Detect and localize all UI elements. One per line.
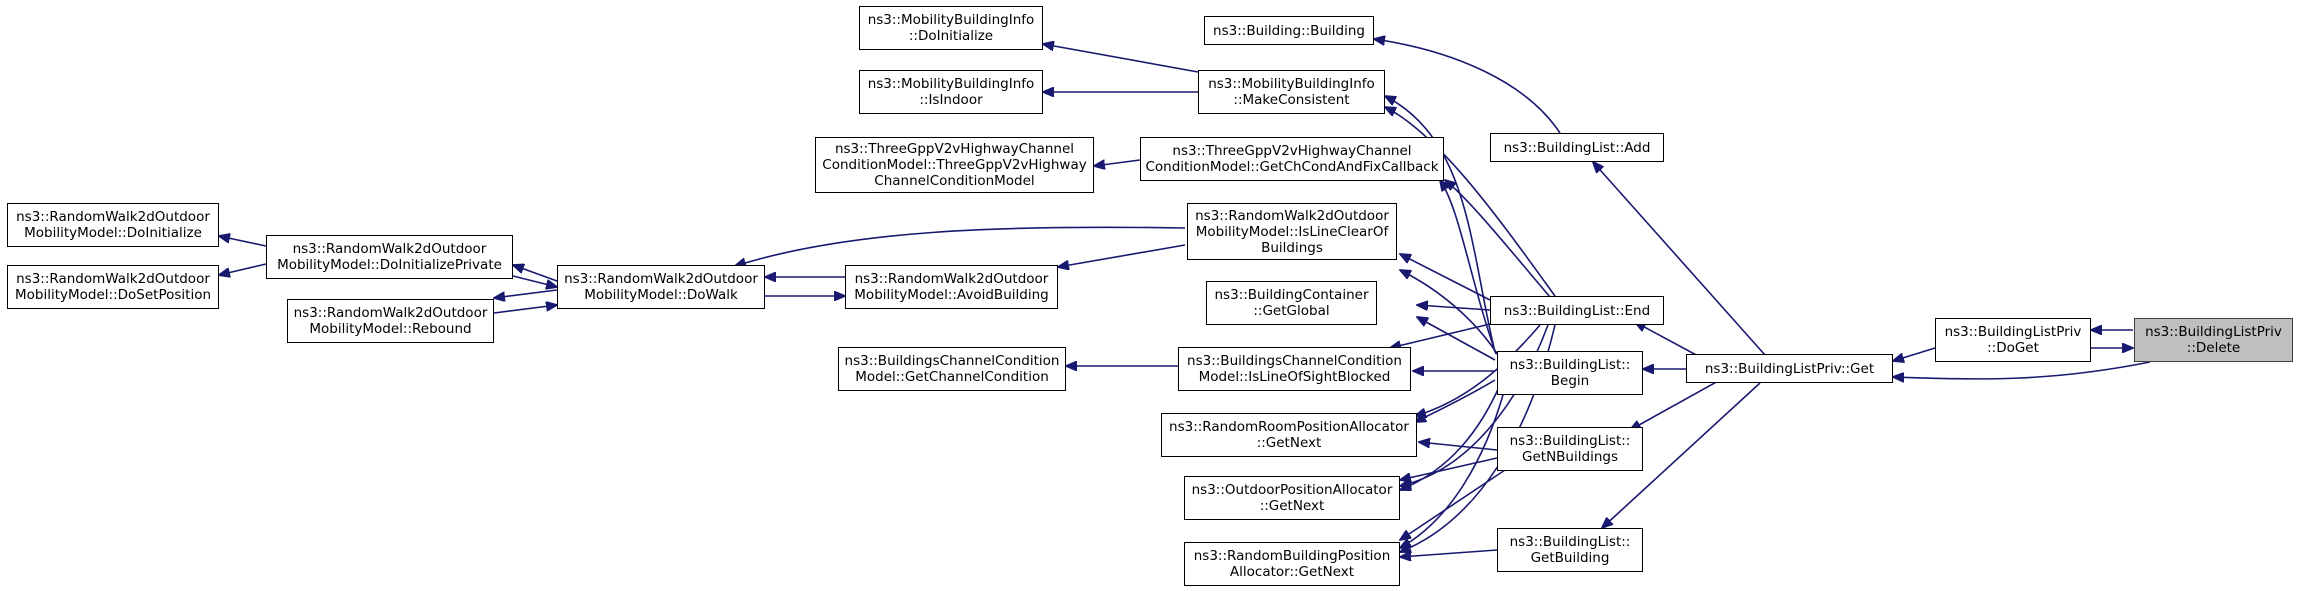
edge-begin-getchcond — [1440, 180, 1497, 355]
node-randomwalk-doinitialize[interactable]: ns3::RandomWalk2dOutdoor MobilityModel::… — [7, 203, 219, 247]
node-threegpp-getchcondandfixcallback[interactable]: ns3::ThreeGppV2vHighwayChannel Condition… — [1140, 137, 1444, 181]
node-mobilitybuildinginfo-isindoor[interactable]: ns3::MobilityBuildingInfo ::IsIndoor — [859, 70, 1043, 114]
node-buildinglist-end[interactable]: ns3::BuildingList::End — [1490, 296, 1664, 325]
edge-dowalk-rebound — [494, 289, 558, 298]
edge-dowalk-doinitpriv — [513, 265, 558, 282]
node-randomwalk-doinitializeprivate[interactable]: ns3::RandomWalk2dOutdoor MobilityModel::… — [266, 235, 513, 279]
edge-end-roompos — [1415, 324, 1541, 416]
node-mobilitybuildinginfo-makeconsistent[interactable]: ns3::MobilityBuildingInfo ::MakeConsiste… — [1198, 70, 1385, 114]
node-mobilitybuildinginfo-doinitialize[interactable]: ns3::MobilityBuildingInfo ::DoInitialize — [859, 6, 1043, 50]
node-buildinglistpriv-doget[interactable]: ns3::BuildingListPriv ::DoGet — [1935, 318, 2091, 362]
edge-rebound-dowalk — [493, 305, 557, 314]
edge-end-islineclear — [1400, 254, 1491, 301]
edge-doinitpriv-dosetpos — [219, 263, 267, 275]
node-randomwalk-rebound[interactable]: ns3::RandomWalk2dOutdoor MobilityModel::… — [287, 299, 494, 343]
edge-get-add — [1593, 162, 1766, 356]
node-buildinglistpriv-get[interactable]: ns3::BuildingListPriv::Get — [1686, 354, 1893, 383]
node-buildinglist-getnbuildings[interactable]: ns3::BuildingList:: GetNBuildings — [1497, 427, 1643, 471]
edge-begin-roompos — [1415, 379, 1496, 422]
edge-getnbuildings-buildingpos — [1400, 469, 1506, 540]
node-buildinglist-add[interactable]: ns3::BuildingList::Add — [1490, 133, 1664, 162]
edge-begin-makeconsistent — [1385, 96, 1496, 353]
node-randomwalk-dosetposition[interactable]: ns3::RandomWalk2dOutdoor MobilityModel::… — [7, 265, 219, 309]
node-buildinglist-begin[interactable]: ns3::BuildingList:: Begin — [1497, 351, 1643, 395]
edge-getchcond-tgppctor — [1094, 159, 1141, 166]
edge-end-islos — [1390, 323, 1491, 348]
edge-getbuilding-buildingpos — [1400, 549, 1498, 557]
node-buildingcontainer-getglobal[interactable]: ns3::BuildingContainer ::GetGlobal — [1206, 281, 1377, 325]
node-threegpp-constructor[interactable]: ns3::ThreeGppV2vHighwayChannel Condition… — [815, 137, 1094, 193]
edge-end-getchcond — [1445, 180, 1551, 298]
edge-get-getnbuildings — [1630, 379, 1721, 430]
node-randomwalk-avoidbuilding[interactable]: ns3::RandomWalk2dOutdoor MobilityModel::… — [845, 265, 1058, 309]
node-randomwalk-islineclearofbuildings[interactable]: ns3::RandomWalk2dOutdoor MobilityModel::… — [1187, 203, 1397, 260]
edge-get-getbuilding — [1602, 382, 1761, 528]
edge-getnbuildings-outdoorpos — [1400, 457, 1498, 480]
node-buildinglist-getbuilding[interactable]: ns3::BuildingList:: GetBuilding — [1497, 528, 1643, 572]
edge-get-end — [1635, 322, 1701, 358]
edge-doget-get — [1893, 347, 1936, 361]
node-building-building[interactable]: ns3::Building::Building — [1204, 16, 1374, 45]
node-outdoorpositionallocator-getnext[interactable]: ns3::OutdoorPositionAllocator ::GetNext — [1184, 476, 1400, 520]
node-buildinglistpriv-delete: ns3::BuildingListPriv ::Delete — [2134, 318, 2293, 362]
edge-end-makeconsistent — [1385, 107, 1556, 297]
edge-end-getglobal — [1417, 305, 1491, 311]
edge-makeconsistent-mbidoinit — [1043, 44, 1199, 73]
edge-add-building — [1374, 39, 1561, 134]
edge-delete-get — [1893, 361, 2151, 379]
edge-islineclear-dowalk — [735, 226, 1186, 266]
node-buildingschannelcondition-islineofsightblocked[interactable]: ns3::BuildingsChannelCondition Model::Is… — [1178, 347, 1411, 391]
edge-doinitpriv-dowalk — [512, 275, 557, 287]
edge-getnbuildings-roompos — [1419, 442, 1498, 451]
edge-doinitpriv-doinit — [219, 236, 267, 247]
edge-begin-islineclear — [1400, 270, 1499, 356]
node-randomroompositionallocator-getnext[interactable]: ns3::RandomRoomPositionAllocator ::GetNe… — [1161, 413, 1417, 457]
node-randombuildingpositionallocator-getnext[interactable]: ns3::RandomBuildingPosition Allocator::G… — [1184, 542, 1400, 586]
edge-begin-getglobal — [1417, 317, 1496, 361]
node-randomwalk-dowalk[interactable]: ns3::RandomWalk2dOutdoor MobilityModel::… — [557, 265, 765, 309]
edge-begin-buildingpos — [1400, 387, 1506, 548]
node-buildingschannelcondition-getchannelcondition[interactable]: ns3::BuildingsChannelCondition Model::Ge… — [838, 347, 1066, 391]
edge-islineclear-avoid — [1058, 244, 1186, 267]
